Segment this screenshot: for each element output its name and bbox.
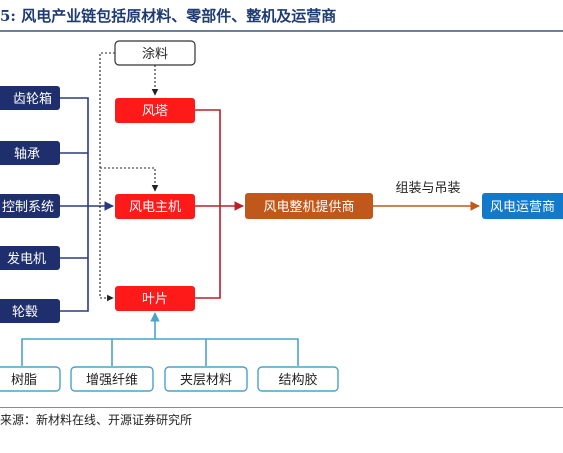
svg-text:风电运营商: 风电运营商 (490, 200, 555, 215)
node-generator: 发电机 (0, 246, 60, 270)
material-connectors (21, 312, 299, 366)
svg-text:齿轮箱: 齿轮箱 (13, 91, 52, 107)
node-reinforced-fiber: 增强纤维 (70, 366, 154, 392)
node-core-material: 夹层材料 (164, 366, 248, 392)
node-resin: 树脂 (0, 366, 61, 392)
svg-text:轴承: 轴承 (14, 147, 40, 162)
source-divider (0, 407, 563, 408)
svg-text:轮毂: 轮毂 (12, 305, 38, 320)
node-operator: 风电运营商 (482, 193, 563, 219)
node-control-system: 控制系统 (0, 194, 60, 218)
node-tower: 风塔 (115, 98, 195, 123)
node-gearbox: 齿轮箱 (0, 86, 60, 110)
svg-text:增强纤维: 增强纤维 (86, 373, 138, 388)
svg-text:结构胶: 结构胶 (278, 372, 317, 388)
node-adhesive: 结构胶 (257, 366, 339, 392)
node-bearing: 轴承 (0, 141, 60, 165)
node-coating: 涂料 (114, 40, 196, 66)
svg-text:涂料: 涂料 (142, 46, 168, 62)
svg-text:风塔: 风塔 (142, 104, 168, 119)
figure-title: 5: 风电产业链包括原材料、零部件、整机及运营商 (0, 7, 337, 25)
source-note: 来源：新材料在线、开源证券研究所 (0, 413, 193, 427)
svg-text:树脂: 树脂 (11, 373, 37, 388)
svg-text:风电主机: 风电主机 (129, 200, 181, 215)
svg-text:发电机: 发电机 (7, 251, 46, 267)
component-connectors (60, 97, 114, 312)
node-whole-machine: 风电整机提供商 (245, 193, 373, 219)
title-divider (0, 30, 563, 32)
svg-text:夹层材料: 夹层材料 (180, 373, 232, 388)
node-hub: 轮毂 (0, 299, 60, 323)
svg-text:控制系统: 控制系统 (2, 200, 54, 215)
node-main-unit: 风电主机 (115, 194, 195, 219)
part-connectors (195, 109, 244, 299)
svg-text:风电整机提供商: 风电整机提供商 (263, 199, 354, 215)
coating-connectors (99, 52, 159, 302)
svg-text:叶片: 叶片 (142, 292, 168, 307)
assembly-label: 组装与吊装 (395, 181, 460, 196)
node-blade: 叶片 (115, 286, 195, 311)
